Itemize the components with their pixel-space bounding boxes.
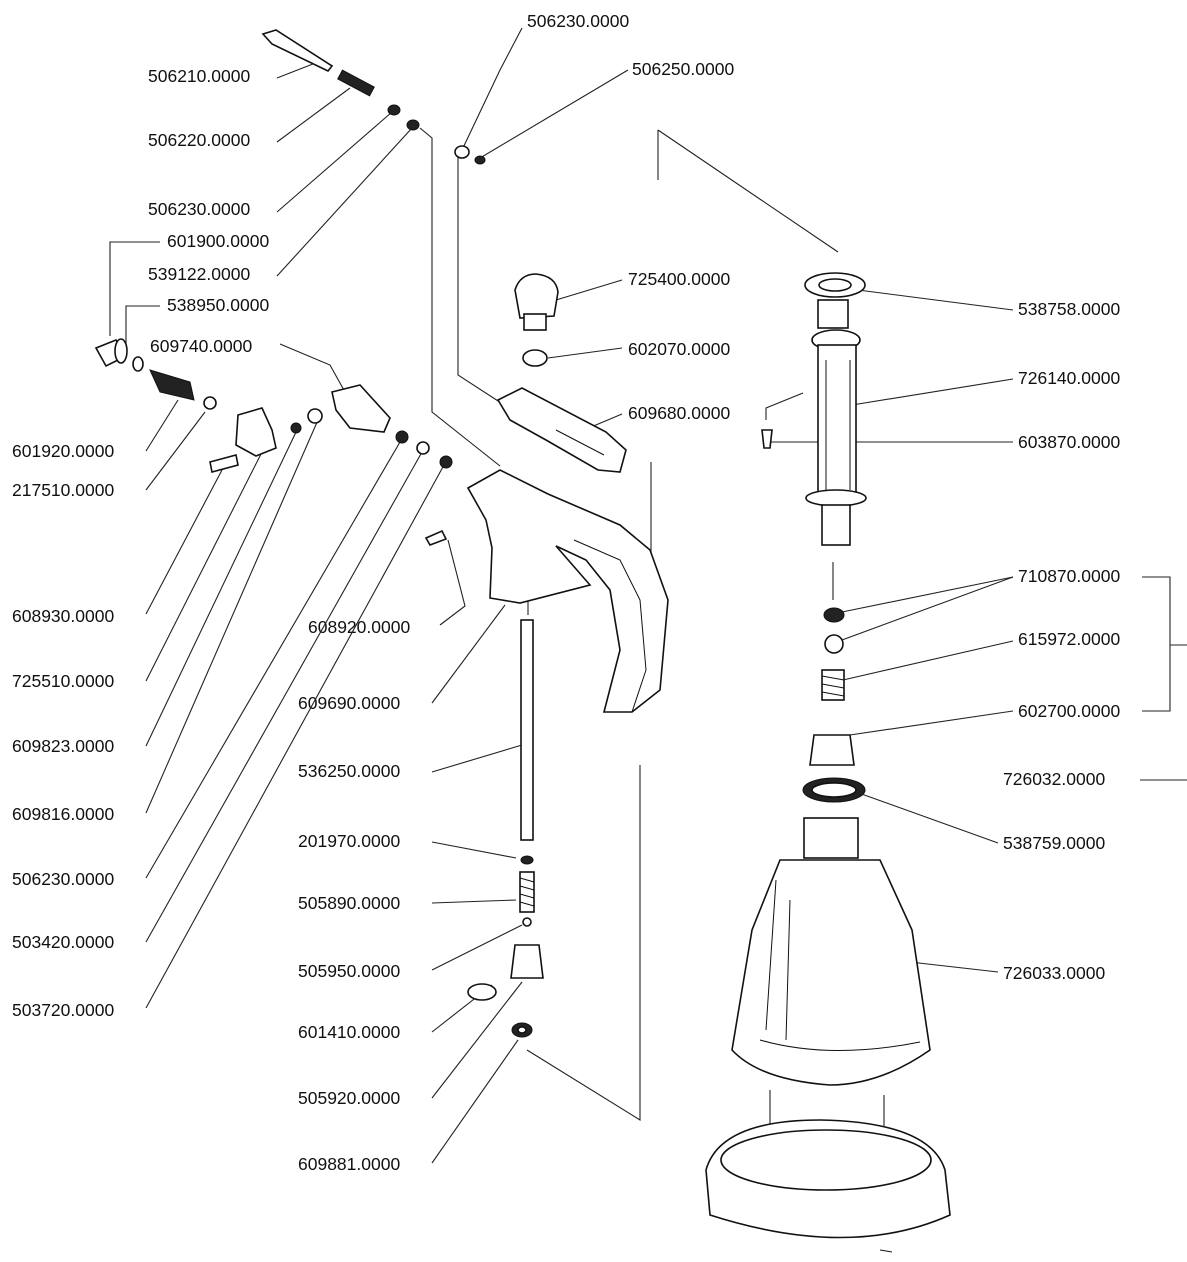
label-609740: 609740.0000 (150, 336, 252, 356)
label-538758: 538758.0000 (1018, 299, 1120, 319)
label-603870: 603870.0000 (1018, 432, 1120, 452)
label-506230-c: 506230.0000 (527, 11, 629, 31)
label-609680: 609680.0000 (628, 403, 730, 423)
label-601410: 601410.0000 (298, 1022, 400, 1042)
label-726032: 726032.0000 (1003, 769, 1105, 789)
label-710870: 710870.0000 (1018, 566, 1120, 586)
pump-cylinder-part (761, 272, 867, 803)
label-726033: 726033.0000 (1003, 963, 1105, 983)
label-506230-a: 506230.0000 (148, 199, 250, 219)
label-506230-b: 506230.0000 (12, 869, 114, 889)
nozzle-head-part (94, 338, 217, 410)
label-539122: 539122.0000 (148, 264, 250, 284)
trigger-lever-part (496, 387, 627, 473)
bottle-part (705, 817, 951, 1253)
label-608930: 608930.0000 (12, 606, 114, 626)
label-538759: 538759.0000 (1003, 833, 1105, 853)
label-725400: 725400.0000 (628, 269, 730, 289)
label-536250: 536250.0000 (298, 761, 400, 781)
label-602700: 602700.0000 (1018, 701, 1120, 721)
pump-rod-part (467, 619, 544, 1038)
nozzle-needle-part (261, 29, 486, 165)
label-201970: 201970.0000 (298, 831, 400, 851)
label-615972: 615972.0000 (1018, 629, 1120, 649)
pump-knob-part (514, 273, 559, 367)
label-538950: 538950.0000 (167, 295, 269, 315)
label-725510: 725510.0000 (12, 671, 114, 691)
label-609690: 609690.0000 (298, 693, 400, 713)
label-609816: 609816.0000 (12, 804, 114, 824)
label-503420: 503420.0000 (12, 932, 114, 952)
label-506250: 506250.0000 (632, 59, 734, 79)
label-217510: 217510.0000 (12, 480, 114, 500)
label-505920: 505920.0000 (298, 1088, 400, 1108)
label-506220: 506220.0000 (148, 130, 250, 150)
label-503720: 503720.0000 (12, 1000, 114, 1020)
label-609823: 609823.0000 (12, 736, 114, 756)
label-601900: 601900.0000 (167, 231, 269, 251)
label-505950: 505950.0000 (298, 961, 400, 981)
label-505890: 505890.0000 (298, 893, 400, 913)
label-506210: 506210.0000 (148, 66, 250, 86)
label-602070: 602070.0000 (628, 339, 730, 359)
label-609881: 609881.0000 (298, 1154, 400, 1174)
valve-body-part (209, 384, 453, 473)
label-601920: 601920.0000 (12, 441, 114, 461)
label-726140: 726140.0000 (1018, 368, 1120, 388)
label-608920: 608920.0000 (308, 617, 410, 637)
trigger-pump-body-part (424, 469, 669, 713)
